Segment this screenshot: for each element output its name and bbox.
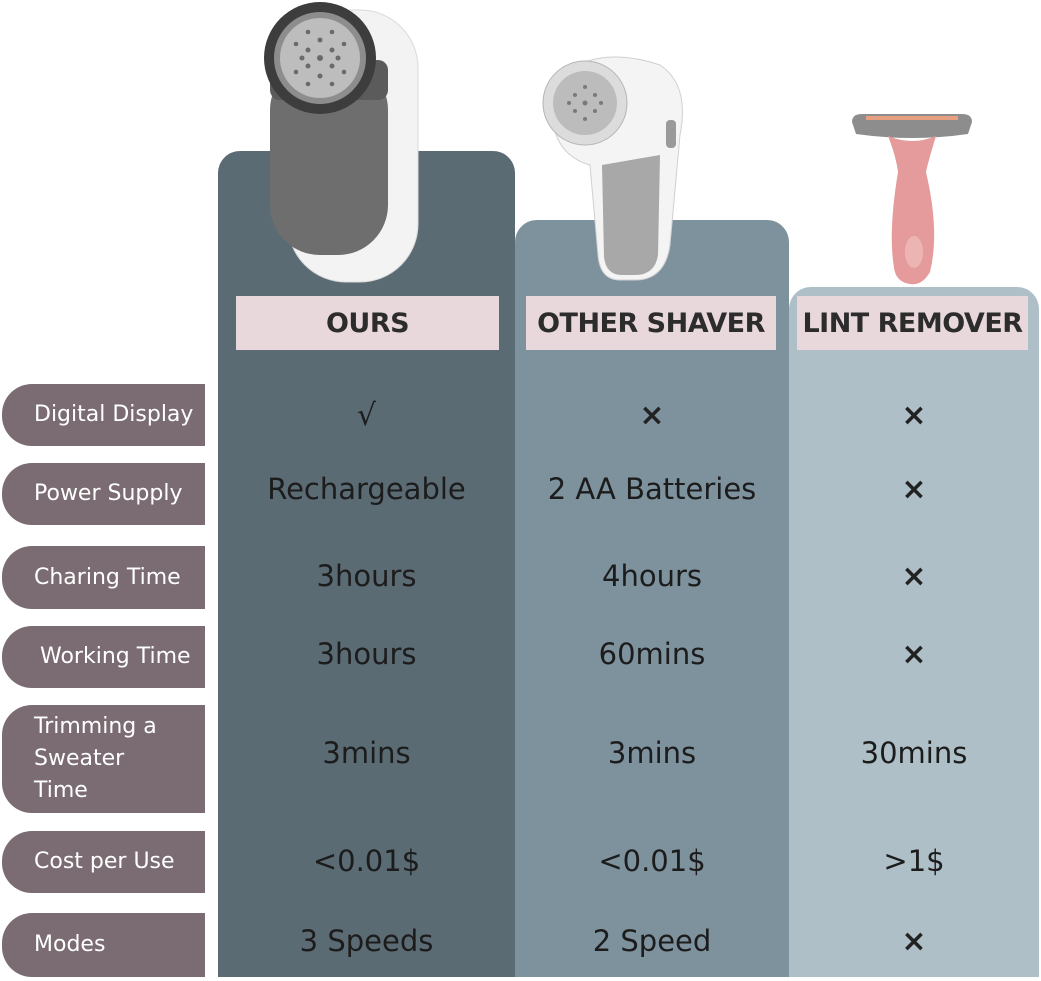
cell-ours-digital-display: √ — [356, 397, 377, 433]
header-ours: OURS — [236, 296, 499, 350]
header-other-shaver: OTHER SHAVER — [526, 296, 776, 350]
fabric-shaver-ours-image — [264, 2, 419, 283]
cell-other-digital-display: × — [639, 397, 665, 433]
cell-ours-working-time: 3hours — [316, 637, 417, 671]
cell-lint-working-time: × — [901, 636, 927, 672]
cell-lint-power-supply: × — [901, 471, 927, 507]
cell-ours-power-supply: Rechargeable — [267, 472, 466, 506]
lint-remover-brush-image — [852, 114, 972, 285]
row-label-modes: Modes — [2, 913, 205, 977]
cell-lint-digital-display: × — [901, 397, 927, 433]
column-lint-remover — [789, 287, 1039, 977]
cell-other-trimming-time: 3mins — [607, 736, 697, 770]
row-label-digital-display: Digital Display — [2, 384, 205, 446]
cell-other-power-supply: 2 AA Batteries — [547, 472, 757, 506]
row-label-cost-per-use: Cost per Use — [2, 831, 205, 893]
row-label-power-supply: Power Supply — [2, 463, 205, 525]
cell-other-modes: 2 Speed — [592, 924, 712, 958]
cell-lint-modes: × — [901, 923, 927, 959]
cell-ours-cost-per-use: <0.01$ — [312, 844, 421, 878]
cell-other-working-time: 60mins — [598, 637, 706, 671]
row-label-charging-time: Charing Time — [2, 546, 205, 609]
cell-other-cost-per-use: <0.01$ — [598, 844, 706, 878]
cell-lint-charging-time: × — [901, 558, 927, 594]
cell-other-charging-time: 4hours — [602, 559, 702, 593]
cell-ours-charging-time: 3hours — [316, 559, 417, 593]
fabric-shaver-other-image — [542, 56, 683, 281]
cell-lint-cost-per-use: >1$ — [883, 844, 945, 878]
header-lint-remover: LINT REMOVER — [797, 296, 1028, 350]
cell-ours-modes: 3 Speeds — [299, 924, 434, 958]
cell-ours-trimming-time: 3mins — [322, 736, 411, 770]
row-label-trimming-time: Trimming a Sweater Time — [2, 705, 205, 813]
row-label-working-time: Working Time — [2, 626, 205, 688]
cell-lint-trimming-time: 30mins — [860, 736, 968, 770]
column-ours — [218, 151, 515, 977]
